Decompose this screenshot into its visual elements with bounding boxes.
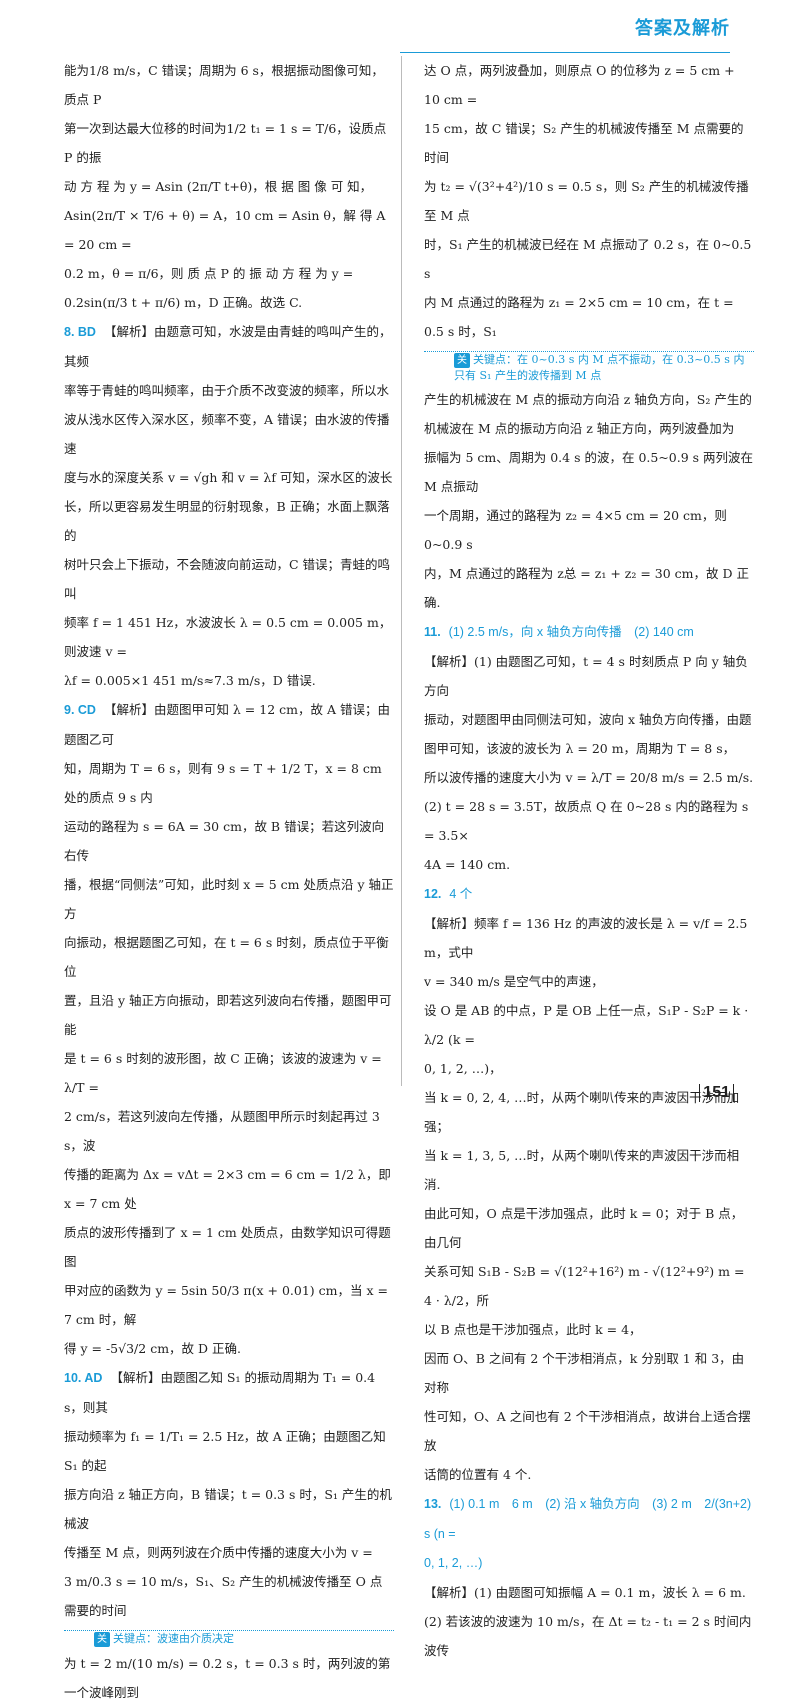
keynote-text: 关键点：波速由介质决定	[113, 1632, 234, 1645]
text-line: 振方向沿 z 轴正方向，B 错误；t = 0.3 s 时，S₁ 产生的机械波	[64, 1487, 392, 1531]
page-header-title: 答案及解析	[635, 18, 730, 39]
key-badge: 关	[94, 1632, 110, 1647]
keynote: 关关键点：波速由介质决定	[94, 1631, 394, 1647]
text-line: 度与水的深度关系 v = √gh 和 v = λf 可知，深水区的波长	[64, 470, 393, 485]
text-line: 动 方 程 为 y = Asin (2π/T t+θ)，根 据 图 像 可 知，	[64, 179, 373, 194]
text-line: 播，根据“同侧法”可知，此时刻 x = 5 cm 处质点沿 y 轴正方	[64, 877, 394, 921]
text-line: 当 k = 0, 2, 4, …时，从两个喇叭传来的声波因干涉而加强；	[424, 1090, 740, 1134]
text-line: 为 t₂ = √(3²+4²)/10 s = 0.5 s，则 S₂ 产生的机械波…	[424, 179, 749, 223]
text-line: 一个周期，通过的路程为 z₂ = 4×5 cm = 20 cm，则 0~0.9 …	[424, 508, 727, 552]
text-line: 树叶只会上下振动，不会随波向前运动，C 错误；青蛙的鸣叫	[64, 557, 391, 601]
question-13-answer: (1) 0.1 m 6 m (2) 沿 x 轴负方向 (3) 2 m 2/(3n…	[424, 1497, 752, 1541]
right-column: 达 O 点，两列波叠加，则原点 O 的位移为 z = 5 cm + 10 cm …	[424, 56, 754, 1665]
text-line: 振动，对题图甲由同侧法可知，波向 x 轴负方向传播，由题	[424, 712, 752, 727]
text-line: 长，所以更容易发生明显的衍射现象，B 正确；水面上飘落的	[64, 499, 390, 543]
text-line: 以 B 点也是干涉加强点，此时 k = 4，	[424, 1322, 642, 1337]
text-line: 第一次到达最大位移的时间为1/2 t₁ = 1 s = T/6，设质点 P 的振	[64, 121, 387, 165]
text-line: 【解析】由题意可知，水波是由青蛙的鸣叫产生的，其频	[64, 324, 392, 369]
question-8-number: 8. BD	[64, 325, 96, 339]
text-line: 是 t = 6 s 时刻的波形图，故 C 正确；该波的波速为 v = λ/T =	[64, 1051, 382, 1095]
text-line: (2) t = 28 s = 3.5T，故质点 Q 在 0~28 s 内的路程为…	[424, 799, 749, 843]
text-line: 运动的路程为 s = 6A = 30 cm，故 B 错误；若这列波向右传	[64, 819, 385, 863]
question-12-answer: 4 个	[449, 887, 473, 901]
column-divider	[401, 56, 402, 1086]
text-line: 向振动，根据题图乙可知，在 t = 6 s 时刻，质点位于平衡位	[64, 935, 389, 979]
question-12-line: 12. 4 个	[424, 879, 754, 909]
left-column: 能为1/8 m/s，C 错误；周期为 6 s，根据振动图像可知，质点 P 第一次…	[64, 56, 394, 1707]
page-number: 151	[699, 1084, 734, 1102]
question-8-line: 8. BD 【解析】由题意可知，水波是由青蛙的鸣叫产生的，其频	[64, 317, 394, 376]
question-12-number: 12.	[424, 887, 442, 901]
text-line: 话筒的位置有 4 个.	[424, 1467, 532, 1482]
text-line: 能为1/8 m/s，C 错误；周期为 6 s，根据振动图像可知，质点 P	[64, 63, 384, 107]
question-10-number: 10. AD	[64, 1371, 103, 1385]
question-11-number: 11.	[424, 625, 441, 639]
text-line: 【解析】由题图乙知 S₁ 的振动周期为 T₁ = 0.4 s，则其	[64, 1370, 376, 1415]
text-line: 【解析】(1) 由题图可知振幅 A = 0.1 m，波长 λ = 6 m.	[424, 1585, 746, 1600]
text-line: 机械波在 M 点的振动方向沿 z 轴正方向，两列波叠加为	[424, 421, 735, 436]
text-line: 置，且沿 y 轴正方向振动，即若这列波向右传播，题图甲可能	[64, 993, 392, 1037]
wavy-underline	[424, 346, 754, 352]
text-line: 内，M 点通过的路程为 z总 = z₁ + z₂ = 30 cm，故 D 正确.	[424, 566, 749, 610]
text-line: v = 340 m/s 是空气中的声速，	[424, 974, 604, 989]
text-line: 0, 1, 2, …)，	[424, 1061, 502, 1076]
text-line: 传播至 M 点，则两列波在介质中传播的速度大小为 v =	[64, 1545, 373, 1560]
text-line: 设 O 是 AB 的中点，P 是 OB 上任一点，S₁P - S₂P = k ·…	[424, 1003, 749, 1047]
text-line: 4A = 140 cm.	[424, 857, 511, 872]
question-10-line: 10. AD 【解析】由题图乙知 S₁ 的振动周期为 T₁ = 0.4 s，则其	[64, 1363, 394, 1422]
keynote: 关关键点：在 0~0.3 s 内 M 点不振动，在 0.3~0.5 s 内只有 …	[454, 352, 754, 383]
text-line: 【解析】(1) 由题图乙可知，t = 4 s 时刻质点 P 向 y 轴负方向	[424, 654, 748, 698]
text-line: 性可知，O、A 之间也有 2 个干涉相消点，故讲台上适合摆放	[424, 1409, 751, 1453]
text-line: 波从浅水区传入深水区，频率不变，A 错误；由水波的传播速	[64, 412, 390, 456]
text-line: 率等于青蛙的鸣叫频率，由于介质不改变波的频率，所以水	[64, 383, 390, 398]
text-line: 关系可知 S₁B - S₂B = √(12²+16²) m - √(12²+9²…	[424, 1264, 745, 1308]
question-11-answer: (1) 2.5 m/s，向 x 轴负方向传播 (2) 140 cm	[448, 625, 694, 639]
header-rule	[400, 52, 730, 53]
question-9-line: 9. CD 【解析】由题图甲可知 λ = 12 cm，故 A 错误；由题图乙可	[64, 695, 394, 754]
text-line: 2 cm/s，若这列波向左传播，从题图甲所示时刻起再过 3 s，波	[64, 1109, 380, 1153]
text-line: 知，周期为 T = 6 s，则有 9 s = T + 1/2 T，x = 8 c…	[64, 761, 382, 805]
question-9-number: 9. CD	[64, 703, 96, 717]
text-line: 内 M 点通过的路程为 z₁ = 2×5 cm = 10 cm，在 t = 0.…	[424, 295, 734, 339]
text-line: 图甲可知，该波的波长为 λ = 20 m，周期为 T = 8 s，	[424, 741, 736, 756]
text-line: 得 y = -5√3/2 cm，故 D 正确.	[64, 1341, 241, 1356]
text-line: (2) 若该波的波速为 10 m/s，在 Δt = t₂ - t₁ = 2 s …	[424, 1614, 752, 1658]
text-line: 【解析】频率 f = 136 Hz 的声波的波长是 λ = v/f = 2.5 …	[424, 916, 748, 960]
text-line: 产生的机械波在 M 点的振动方向沿 z 轴负方向，S₂ 产生的	[424, 392, 752, 407]
text-line: Asin(2π/T × T/6 + θ) = A，10 cm = Asin θ，…	[64, 208, 386, 252]
text-line: 15 cm，故 C 错误；S₂ 产生的机械波传播至 M 点需要的时间	[424, 121, 744, 165]
text-line: 为 t = 2 m/(10 m/s) = 0.2 s，t = 0.3 s 时，两…	[64, 1656, 391, 1700]
text-line: 0.2 m，θ = π/6，则 质 点 P 的 振 动 方 程 为 y =	[64, 266, 354, 281]
text-line: 达 O 点，两列波叠加，则原点 O 的位移为 z = 5 cm + 10 cm …	[424, 63, 735, 107]
question-13-number: 13.	[424, 1497, 442, 1511]
question-13-line: 13. (1) 0.1 m 6 m (2) 沿 x 轴负方向 (3) 2 m 2…	[424, 1489, 754, 1549]
text-line: 频率 f = 1 451 Hz，水波波长 λ = 0.5 cm = 0.005 …	[64, 615, 392, 659]
key-badge: 关	[454, 353, 470, 368]
text-line: 【解析】由题图甲可知 λ = 12 cm，故 A 错误；由题图乙可	[64, 702, 390, 747]
text-line: 由此可知，O 点是干涉加强点，此时 k = 0；对于 B 点，由几何	[424, 1206, 744, 1250]
text-line: 因而 O、B 之间有 2 个干涉相消点，k 分别取 1 和 3，由对称	[424, 1351, 745, 1395]
question-11-line: 11. (1) 2.5 m/s，向 x 轴负方向传播 (2) 140 cm	[424, 617, 754, 647]
text-line: 时，S₁ 产生的机械波已经在 M 点振动了 0.2 s，在 0~0.5 s	[424, 237, 752, 281]
text-line: 3 m/0.3 s = 10 m/s，S₁、S₂ 产生的机械波传播至 O 点需要…	[64, 1574, 383, 1618]
text-line: λf = 0.005×1 451 m/s≈7.3 m/s，D 错误.	[64, 673, 316, 688]
text-line: 振动频率为 f₁ = 1/T₁ = 2.5 Hz，故 A 正确；由题图乙知 S₁…	[64, 1429, 386, 1473]
text-line: 振幅为 5 cm、周期为 0.4 s 的波，在 0.5~0.9 s 两列波在 M…	[424, 450, 754, 494]
text-line: 0.2sin(π/3 t + π/6) m，D 正确。故选 C.	[64, 295, 303, 310]
text-line: 甲对应的函数为 y = 5sin 50/3 π(x + 0.01) cm，当 x…	[64, 1283, 388, 1327]
text-line: 质点的波形传播到了 x = 1 cm 处质点，由数学知识可得题图	[64, 1225, 391, 1269]
text-line: 当 k = 1, 3, 5, …时，从两个喇叭传来的声波因干涉而相消.	[424, 1148, 740, 1192]
keynote-text: 关键点：在 0~0.3 s 内 M 点不振动，在 0.3~0.5 s 内只有 S…	[454, 353, 745, 382]
question-13-answer-cont: 0, 1, 2, …)	[424, 1556, 483, 1570]
text-line: 所以波传播的速度大小为 v = λ/T = 20/8 m/s = 2.5 m/s…	[424, 770, 754, 785]
text-line: 传播的距离为 Δx = vΔt = 2×3 cm = 6 cm = 1/2 λ，…	[64, 1167, 391, 1211]
